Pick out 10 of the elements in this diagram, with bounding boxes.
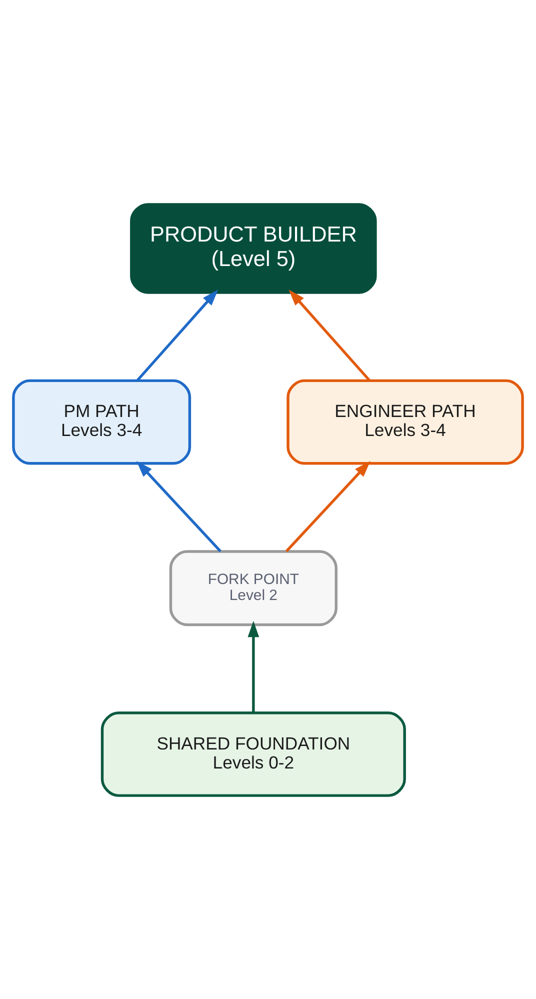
- arrow: [248, 620, 260, 712]
- arrow: [136, 289, 218, 382]
- arrow: [288, 289, 371, 382]
- node-box: PRODUCT BUILDER (Level 5): [130, 202, 377, 294]
- node-box: ENGINEER PATH Levels 3-4: [286, 378, 524, 464]
- arrow: [136, 460, 222, 552]
- node-box: PM PATH Levels 3-4: [12, 378, 192, 464]
- arrow: [285, 460, 370, 552]
- node-box: FORK POINT Level 2: [169, 550, 338, 626]
- node-box: SHARED FOUNDATION Levels 0-2: [100, 711, 406, 796]
